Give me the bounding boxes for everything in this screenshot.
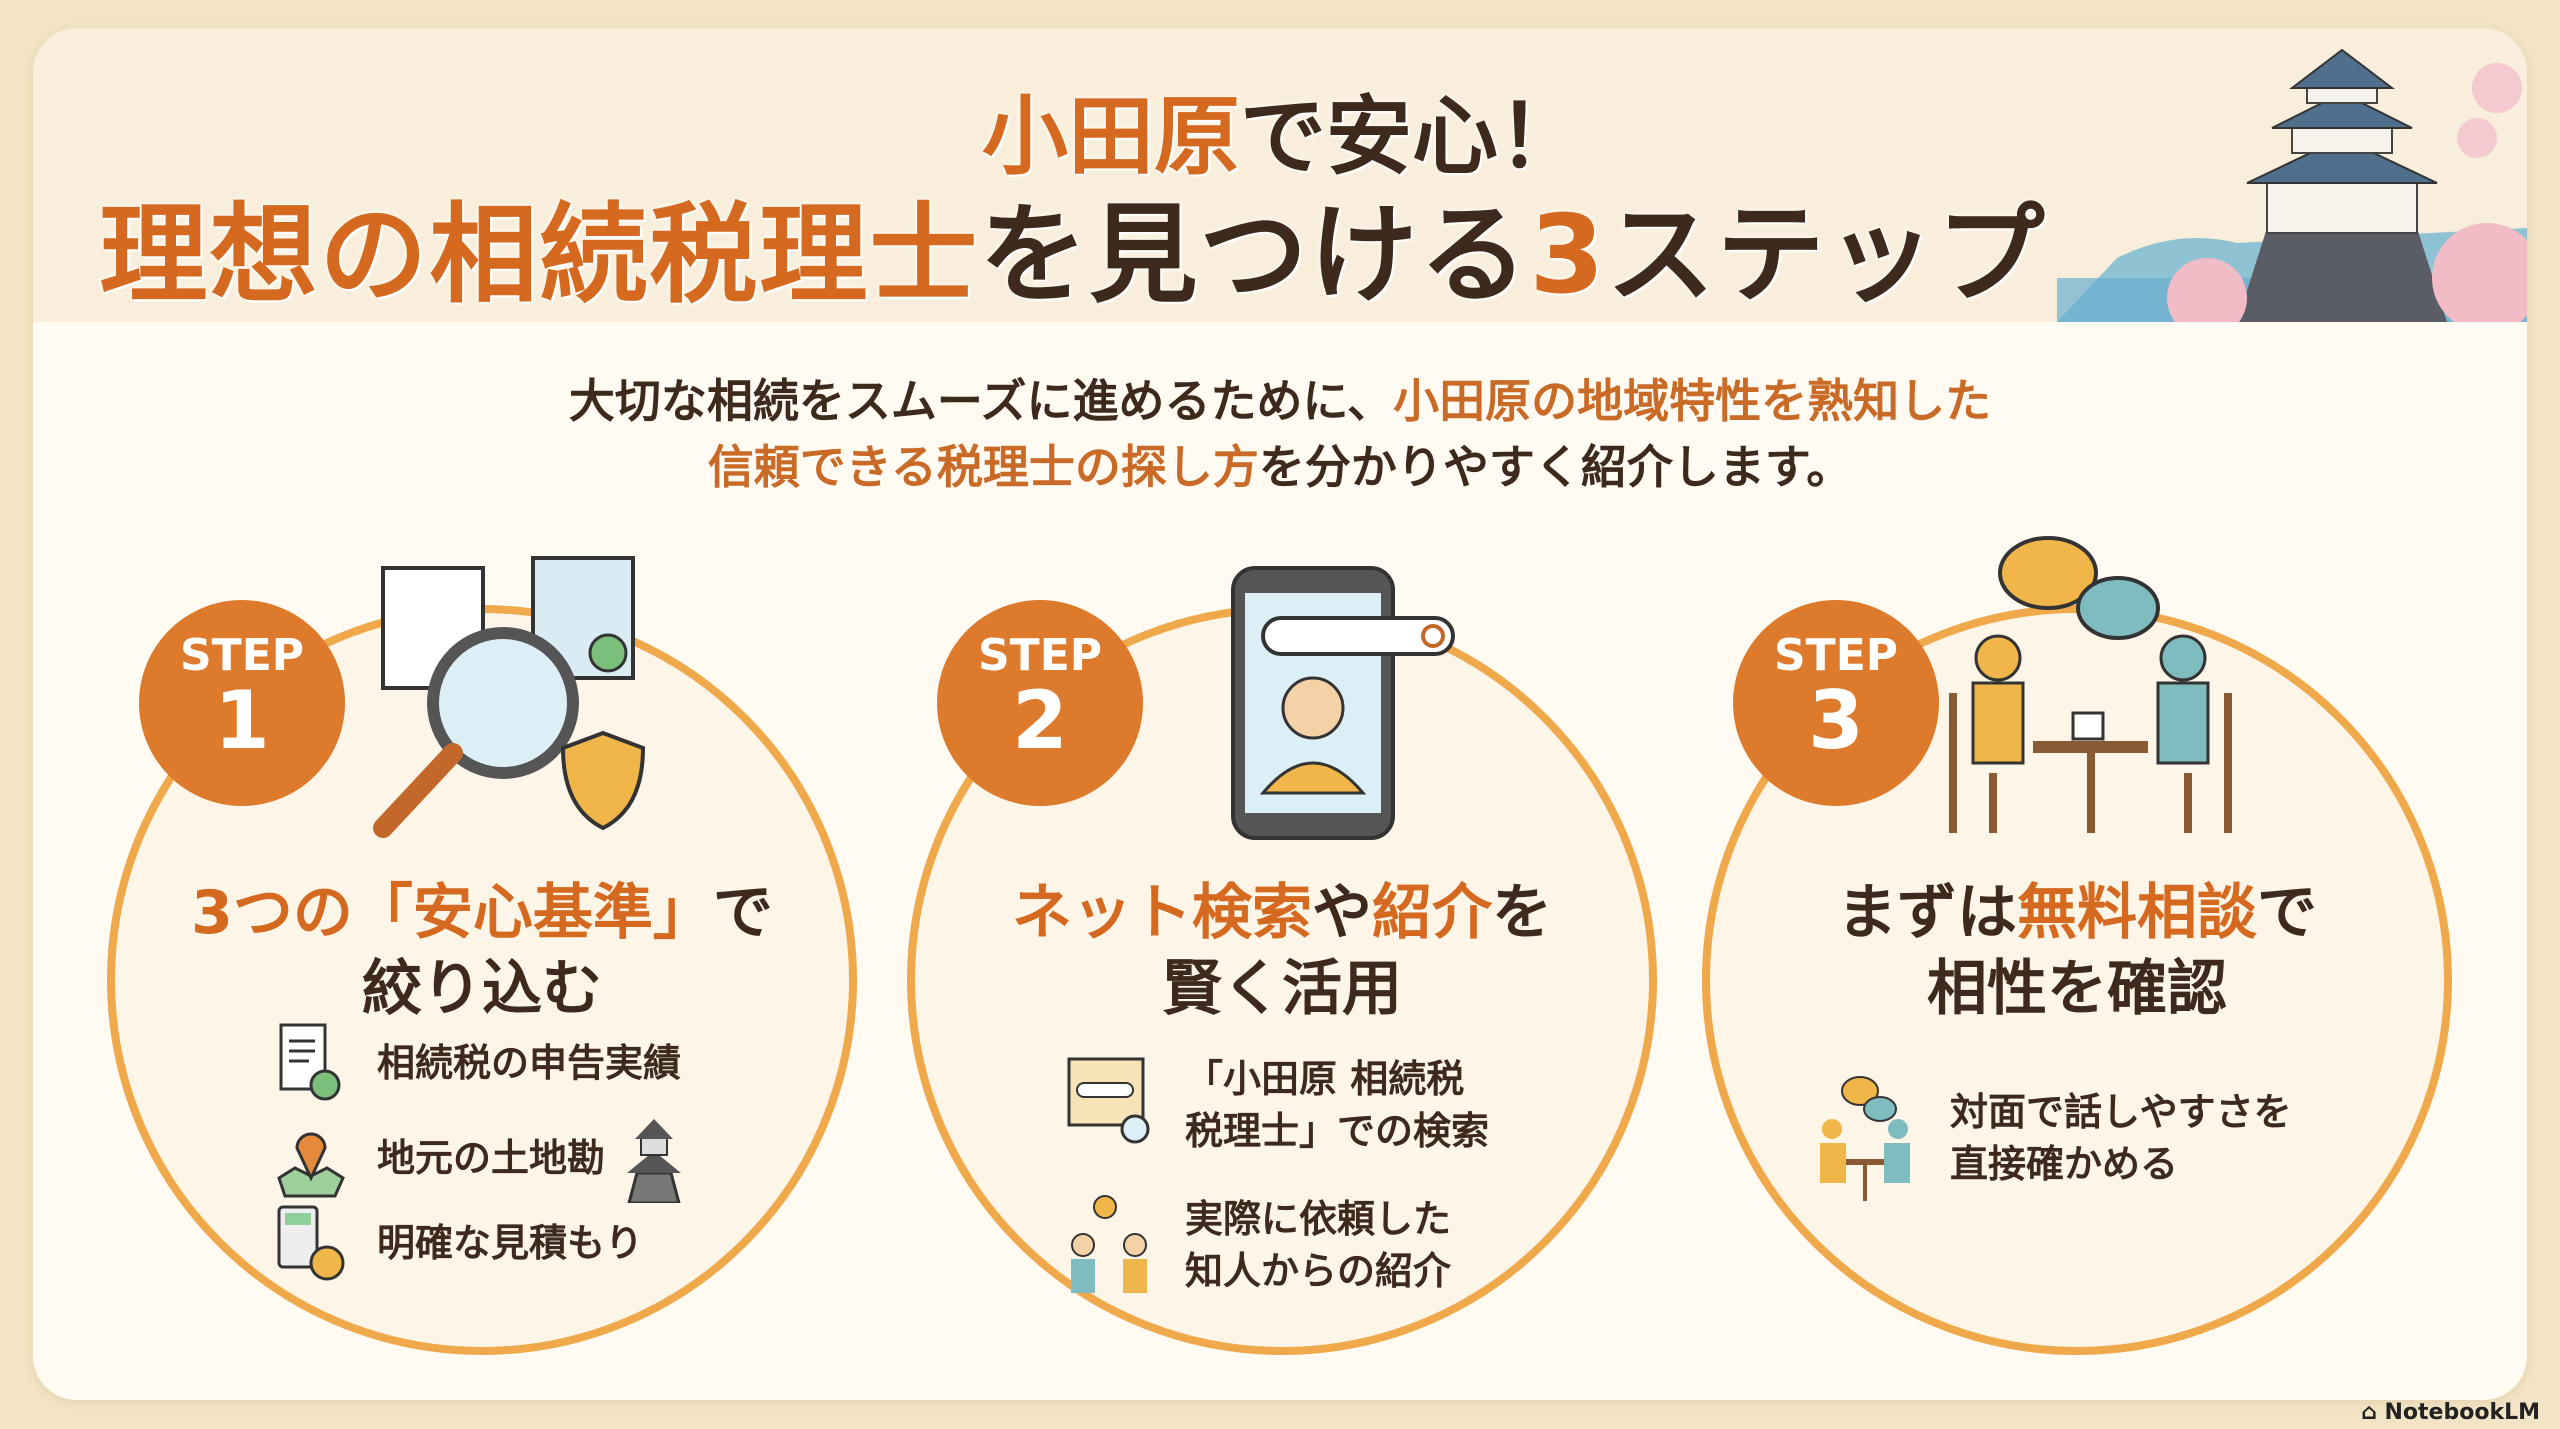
heading-line-2: 相性を確認	[1927, 954, 2227, 1024]
heading-highlight: 3つの「安心基準」	[191, 878, 713, 948]
list-item: 「小田原 相続税税理士」での検索	[1065, 1053, 1489, 1157]
title-highlight: 理想の相続税理士	[99, 193, 980, 318]
consultation-meeting-icon	[1949, 536, 2232, 833]
badge-number: 3	[1808, 674, 1864, 767]
document-check-icon	[279, 1023, 341, 1101]
referral-people-icon	[1071, 1195, 1147, 1293]
intro-highlight: 小田原の地域特性を熟知した	[1393, 374, 1992, 428]
title-line-1: 小田原で安心！	[33, 66, 2527, 191]
title-highlight: 小田原	[982, 87, 1240, 187]
title-text: で安心！	[1240, 87, 1584, 187]
heading-text: を	[1492, 878, 1552, 948]
intro-text-part: 大切な相続をスムーズに進めるために、	[568, 374, 1394, 428]
list-item: 明確な見積もり	[275, 1203, 643, 1283]
step-2-heading: ネット検索や紹介を 賢く活用	[915, 875, 1649, 1027]
item-text: 対面で話しやすさを直接確かめる	[1950, 1086, 2292, 1190]
title-text: を見つける	[979, 193, 1530, 318]
title-line-2: 理想の相続税理士を見つける3ステップ	[33, 168, 2113, 324]
list-item: 実際に依頼した知人からの紹介	[1065, 1193, 1451, 1297]
heading-text: や	[1312, 878, 1372, 948]
heading-text: で	[712, 878, 773, 948]
item-line: 知人からの紹介	[1185, 1249, 1452, 1293]
list-item: 地元の土地勘	[275, 1113, 719, 1203]
notebooklm-watermark: ⌂ NotebookLM	[2361, 1400, 2540, 1425]
heading-highlight: 紹介	[1372, 878, 1492, 948]
item-text: 明確な見積もり	[377, 1221, 644, 1265]
computer-search-icon	[1067, 1057, 1150, 1144]
heading-highlight: 無料相談	[2017, 878, 2257, 948]
smartphone-search-icon	[1231, 566, 1455, 840]
watermark-text: NotebookLM	[2384, 1400, 2540, 1425]
map-pin-icon	[277, 1132, 345, 1198]
badge-label: STEP	[1773, 630, 1898, 681]
item-line: 「小田原 相続税	[1185, 1057, 1465, 1101]
title-number: 3	[1529, 193, 1607, 318]
odawara-castle-illustration	[2057, 48, 2527, 322]
heading-text: まずは	[1837, 878, 2017, 948]
item-line: 実際に依頼した	[1185, 1197, 1452, 1241]
intro-text-part: を分かりやすく紹介します。	[1258, 440, 1853, 494]
badge-number: 2	[1012, 674, 1068, 767]
castle-icon	[627, 1119, 682, 1203]
intro-highlight: 信頼できる税理士の探し方	[707, 440, 1259, 494]
title-text: ステップ	[1606, 193, 2047, 318]
badge-label: STEP	[977, 630, 1102, 681]
item-text: 地元の土地勘	[377, 1136, 606, 1180]
item-line: 税理士」での検索	[1185, 1109, 1490, 1153]
header-band: 小田原で安心！ 理想の相続税理士を見つける3ステップ	[33, 28, 2527, 322]
intro-text: 大切な相続をスムーズに進めるために、小田原の地域特性を熟知した 信頼できる税理士…	[33, 368, 2527, 500]
item-text: 「小田原 相続税税理士」での検索	[1185, 1053, 1489, 1157]
item-text: 相続税の申告実績	[377, 1041, 682, 1085]
heading-line-2: 賢く活用	[1162, 954, 1402, 1024]
list-item: 相続税の申告実績	[275, 1023, 681, 1103]
badge-number: 1	[214, 674, 270, 767]
step-3-heading: まずは無料相談で 相性を確認	[1710, 875, 2444, 1027]
heading-text: で	[2257, 878, 2317, 948]
list-item: 対面で話しやすさを直接確かめる	[1810, 1073, 2292, 1203]
badge-label: STEP	[179, 630, 304, 681]
face-to-face-consultation-icon	[1820, 1076, 1910, 1201]
calculator-money-icon	[277, 1205, 345, 1281]
heading-highlight: ネット検索	[1012, 878, 1312, 948]
infographic-card: 小田原で安心！ 理想の相続税理士を見つける3ステップ 大切な相続をスムーズに進め…	[33, 28, 2527, 1400]
item-line: 直接確かめる	[1950, 1142, 2179, 1186]
item-text: 実際に依頼した知人からの紹介	[1185, 1193, 1451, 1297]
documents-magnifier-shield-icon	[373, 556, 646, 838]
heading-line-2: 絞り込む	[362, 954, 602, 1024]
step-1-heading: 3つの「安心基準」で 絞り込む	[115, 875, 849, 1027]
item-line: 対面で話しやすさを	[1950, 1090, 2292, 1134]
